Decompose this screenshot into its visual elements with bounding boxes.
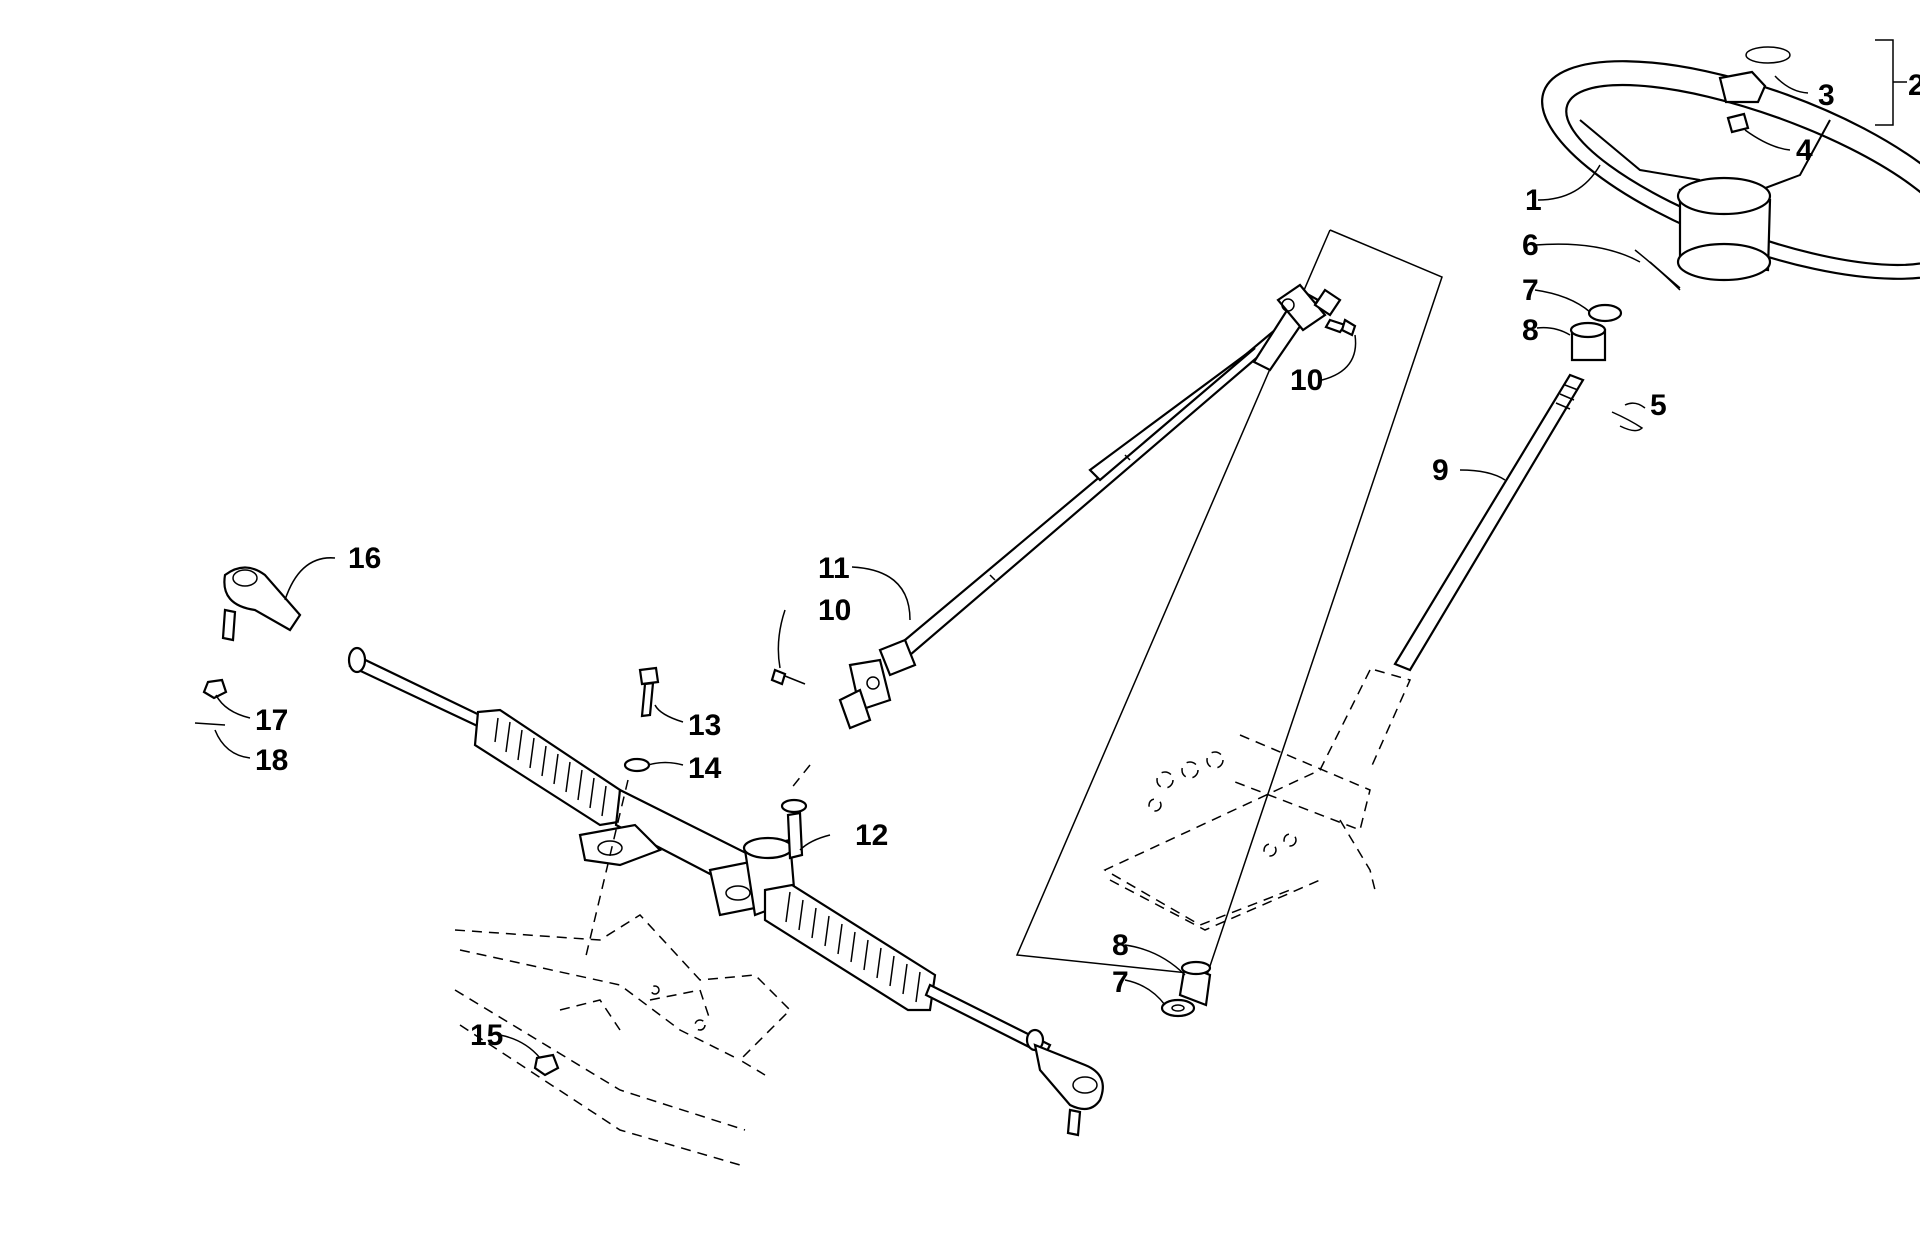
wheel-cover-cap xyxy=(1718,46,1791,134)
callout-10-lower: 10 xyxy=(818,594,851,627)
bolt-centerline xyxy=(584,779,629,961)
tie-rod-end-right xyxy=(1033,1043,1104,1137)
callout-12: 12 xyxy=(855,819,888,852)
sub-assembly-bracket xyxy=(1015,229,1443,976)
callout-1: 1 xyxy=(1525,184,1542,217)
pinion-centerline xyxy=(789,764,811,791)
upper-bushing-set xyxy=(1569,249,1681,362)
callout-15: 15 xyxy=(470,1019,503,1052)
steering-shaft xyxy=(1393,373,1585,672)
callout-6: 6 xyxy=(1522,229,1539,262)
callout-11: 11 xyxy=(818,552,850,585)
rack-frame-plate xyxy=(454,914,792,1166)
callout-16: 16 xyxy=(348,542,381,575)
steering-rack xyxy=(347,646,1052,1057)
callout-8-upper: 8 xyxy=(1522,314,1539,347)
lower-mount-frame xyxy=(1103,669,1412,931)
callout-18: 18 xyxy=(255,744,288,777)
callout-3: 3 xyxy=(1818,79,1835,112)
callout-13: 13 xyxy=(688,709,721,742)
lower-bushing-set xyxy=(1160,960,1212,1018)
castle-nut-17 xyxy=(202,678,228,700)
tie-rod-end-left xyxy=(221,566,302,642)
callout-labels: 1 2 3 4 5 6 7 8 9 10 10 11 12 13 14 15 1… xyxy=(255,69,1920,1052)
leader-lines xyxy=(214,39,1907,1059)
rack-mount-nut xyxy=(533,1053,560,1077)
rack-mount-washer xyxy=(623,757,651,773)
callout-2: 2 xyxy=(1908,69,1920,102)
callout-4: 4 xyxy=(1796,134,1813,167)
pinch-bolt-upper xyxy=(1324,318,1357,337)
callout-8-lower: 8 xyxy=(1112,929,1129,962)
pinch-bolt-lower xyxy=(770,668,806,686)
steering-wheel xyxy=(1541,60,1920,282)
callout-5: 5 xyxy=(1650,389,1667,422)
intermediate-shaft xyxy=(838,283,1342,730)
cotter-pin-18 xyxy=(194,722,226,726)
callout-17: 17 xyxy=(255,704,288,737)
callout-10-upper: 10 xyxy=(1290,364,1323,397)
cotter-pin xyxy=(1611,411,1644,432)
callout-7-lower: 7 xyxy=(1112,966,1129,999)
callout-7-upper: 7 xyxy=(1522,274,1539,307)
callout-9: 9 xyxy=(1432,454,1449,487)
rack-mount-bolt xyxy=(638,666,660,718)
callout-14: 14 xyxy=(688,752,722,785)
